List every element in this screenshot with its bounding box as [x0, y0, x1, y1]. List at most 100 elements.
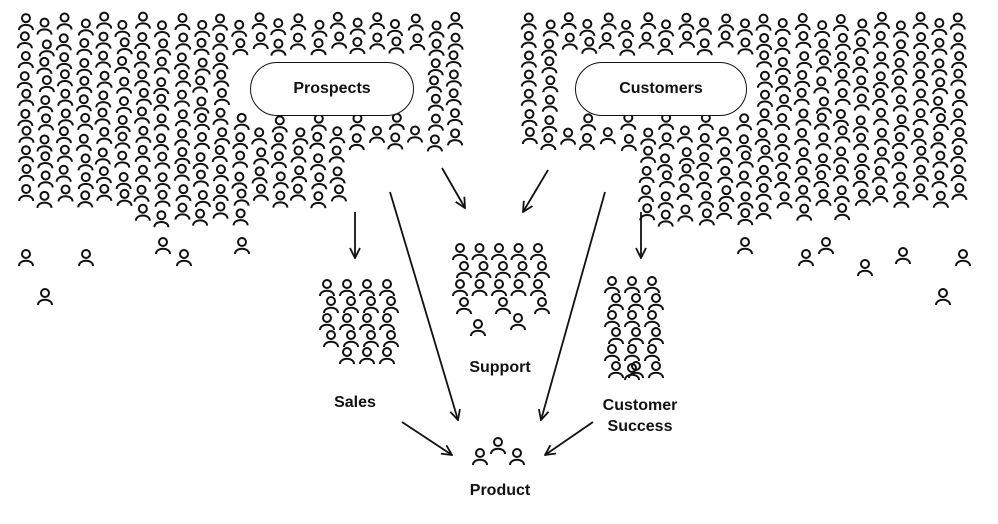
person-icon — [77, 153, 94, 172]
person-icon — [232, 38, 249, 57]
person-icon — [114, 19, 131, 38]
person-icon — [795, 184, 812, 203]
person-icon — [910, 127, 927, 146]
person-icon — [793, 87, 810, 106]
person-icon — [913, 145, 930, 164]
person-icon — [96, 70, 113, 89]
person-icon — [541, 94, 558, 113]
person-icon — [270, 150, 287, 169]
person-icon — [192, 169, 209, 188]
person-icon — [814, 20, 831, 39]
person-icon — [251, 166, 268, 185]
person-icon — [648, 293, 664, 311]
person-icon — [679, 30, 696, 49]
person-icon — [541, 38, 558, 57]
person-icon — [891, 131, 908, 150]
customers-crowd — [520, 11, 971, 306]
customer-success-label-line2: Success — [607, 418, 673, 435]
person-icon — [658, 19, 675, 38]
person-icon — [175, 184, 192, 203]
person-icon — [212, 164, 229, 183]
person-icon — [379, 313, 395, 331]
person-icon — [833, 185, 850, 204]
person-icon — [853, 93, 870, 112]
person-icon — [310, 113, 327, 132]
person-icon — [794, 127, 811, 146]
person-icon — [813, 76, 830, 95]
person-icon — [581, 36, 598, 55]
person-icon — [892, 20, 909, 39]
person-icon — [951, 127, 968, 146]
person-icon — [18, 88, 35, 107]
person-icon — [349, 113, 366, 132]
person-icon — [833, 146, 850, 165]
person-icon — [678, 163, 695, 182]
person-icon — [96, 11, 113, 30]
person-icon — [212, 107, 229, 126]
person-icon — [737, 191, 754, 210]
person-icon — [76, 75, 93, 94]
person-icon — [832, 108, 849, 127]
person-icon — [604, 344, 620, 362]
person-icon — [814, 153, 831, 172]
person-icon — [912, 11, 929, 30]
person-icon — [339, 313, 355, 331]
arrow-customers-to-product — [541, 191, 606, 420]
person-icon — [155, 237, 171, 255]
person-icon — [737, 237, 753, 255]
person-icon — [608, 293, 624, 311]
person-icon — [608, 361, 624, 379]
sales-team-group — [319, 279, 399, 365]
person-icon — [491, 243, 507, 261]
person-icon — [932, 113, 949, 132]
person-icon — [619, 38, 636, 57]
person-icon — [94, 107, 111, 126]
person-icon — [796, 51, 813, 70]
person-icon — [931, 18, 948, 37]
person-icon — [194, 190, 211, 209]
person-icon — [213, 88, 230, 107]
person-icon — [133, 50, 150, 69]
person-icon — [194, 132, 211, 151]
person-icon — [834, 125, 851, 144]
arrow-customer-success-to-product — [545, 421, 594, 455]
person-icon — [233, 188, 250, 207]
person-icon — [212, 13, 229, 32]
person-icon — [912, 50, 929, 69]
person-icon — [272, 190, 289, 209]
person-icon — [794, 13, 811, 32]
person-icon — [608, 327, 624, 345]
person-icon — [755, 182, 772, 201]
person-icon — [756, 50, 773, 69]
person-icon — [349, 36, 366, 55]
person-icon — [447, 11, 464, 30]
person-icon — [638, 165, 655, 184]
person-icon — [57, 184, 74, 203]
person-icon — [833, 51, 850, 70]
person-icon — [854, 18, 871, 37]
person-icon — [329, 11, 346, 30]
person-icon — [520, 30, 537, 49]
person-icon — [38, 75, 55, 94]
person-icon — [348, 133, 365, 152]
person-icon — [560, 12, 577, 31]
person-icon — [737, 150, 754, 169]
person-icon — [854, 188, 871, 207]
arrow-customers-to-support — [523, 169, 549, 212]
person-icon — [18, 125, 35, 144]
person-icon — [445, 69, 462, 88]
person-icon — [471, 243, 488, 261]
person-icon — [676, 183, 693, 202]
person-icon — [873, 127, 890, 146]
person-icon — [363, 296, 379, 314]
person-icon — [57, 108, 74, 127]
person-icon — [76, 58, 93, 77]
person-icon — [561, 32, 578, 51]
person-icon — [891, 75, 908, 94]
person-icon — [648, 361, 664, 379]
person-icon — [77, 112, 94, 131]
person-icon — [175, 32, 192, 51]
person-icon — [270, 18, 287, 37]
person-icon — [272, 171, 289, 190]
